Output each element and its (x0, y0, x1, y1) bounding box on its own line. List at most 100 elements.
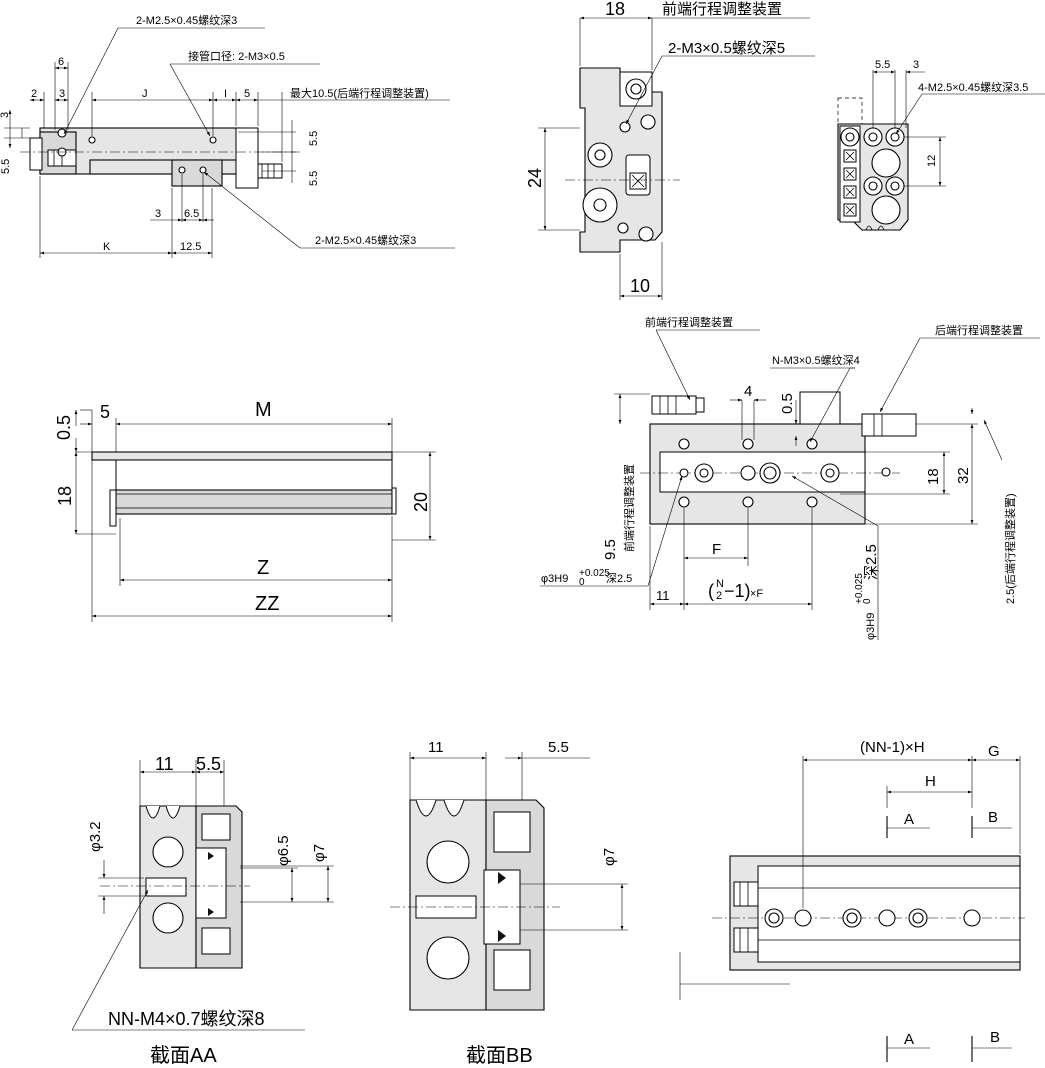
thread-hole (199, 166, 207, 174)
svg-text:2: 2 (716, 590, 722, 602)
callout-pipe-port: 接管口径: 2-M3×0.5 (188, 49, 285, 63)
section-label-a-bottom: A (904, 1031, 914, 1048)
dim-18: 18 (925, 468, 942, 485)
dim-5.5-bottom-right: 5.5 (308, 171, 320, 186)
rear-stopper (235, 127, 259, 189)
dim-ZZ: ZZ (255, 593, 279, 615)
dim-3: 3 (59, 88, 65, 100)
end-view: 18 前端行程调整装置 2-M3×0.5螺纹深5 24 10 (525, 0, 815, 300)
hole-right-tol-bottom: 0 (862, 598, 873, 604)
dim-F: F (712, 541, 721, 558)
top-view: 4 0.5 N-M3×0.5螺纹深4 前端行程调整装置 后端行程调整装置 18 … (540, 315, 1040, 640)
dim-5: 5 (100, 402, 110, 422)
dim-10: 10 (630, 276, 650, 296)
dim-6.5: 6.5 (184, 208, 199, 220)
bottom-holes (764, 908, 981, 928)
section-bb: 11 5.5 φ7 截面BB (390, 739, 628, 1067)
dim-dia-7: φ7 (311, 844, 328, 862)
dim-11: 11 (428, 739, 444, 756)
top-plate (91, 451, 393, 461)
front-adjust-vertical: 前端行程调整装置 (622, 464, 636, 552)
svg-text:(: ( (708, 581, 714, 601)
section-label-b-bottom: B (990, 1029, 1000, 1046)
hole-left-depth: 深2.5 (606, 572, 632, 585)
piston (195, 847, 227, 919)
dim-5.5: 5.5 (875, 59, 890, 71)
dim-11: 11 (155, 754, 174, 774)
port-hole (88, 136, 96, 144)
dim-2.5-note: 2.5(后端行程调整装置) (1003, 493, 1017, 604)
dim-M: M (255, 399, 272, 421)
top-thread-hole (678, 438, 690, 450)
port-hole (209, 136, 217, 144)
dim-5: 5 (244, 88, 250, 100)
dim-Z: Z (257, 557, 269, 579)
dim-J: J (142, 88, 148, 100)
dim-6: 6 (58, 56, 64, 68)
end-plate (29, 137, 43, 171)
top-thread-hole (742, 438, 754, 450)
dim-5.5-left: 5.5 (0, 159, 12, 174)
section-bb-title: 截面BB (466, 1044, 533, 1067)
slide-rail (115, 459, 393, 491)
top-thread-hole (806, 438, 818, 450)
dim-18: 18 (55, 486, 75, 506)
dim-20: 20 (411, 492, 431, 512)
callout-thread-m3: 2-M3×0.5螺纹深5 (668, 40, 785, 57)
front-adjust-label: 前端行程调整装置 (645, 315, 733, 329)
dim-dia-6.5: φ6.5 (275, 835, 292, 866)
dim-9.5: 9.5 (602, 539, 619, 560)
thread-hole (619, 121, 631, 133)
top-thread-hole (806, 496, 818, 508)
callout-top-thread: 2-M2.5×0.45螺纹深3 (136, 13, 237, 27)
callout-max-stroke: 最大10.5(后端行程调整装置) (290, 86, 429, 100)
front-view: 6 2 3 J I 5 最大10.5(后端行程调整装置) 3 5.5 5.5 5… (0, 13, 455, 258)
dim-5.5-top-right: 5.5 (308, 131, 320, 146)
bottom-view: (NN-1)×H G H A B A B (679, 739, 1025, 1062)
dim-H: H (925, 773, 936, 790)
dim-0.5: 0.5 (779, 393, 796, 414)
dim-3: 3 (913, 59, 919, 71)
svg-text:N: N (716, 578, 724, 590)
hole-left-tol-bottom: 0 (579, 577, 585, 588)
rear-adjust-label: 后端行程调整装置 (935, 323, 1023, 337)
thread-hole (617, 222, 629, 234)
dim-dia-7: φ7 (601, 848, 618, 866)
rear-adjust-bolt (861, 413, 917, 437)
callout-nn-m4: NN-M4×0.7螺纹深8 (108, 1009, 265, 1029)
dim-0.5: 0.5 (54, 415, 74, 440)
section-aa: 11 5.5 φ3.2 φ6.5 φ7 NN-M4×0.7螺纹深8 截面AA (71, 754, 334, 1067)
dim-2: 2 (31, 88, 37, 100)
dim-G: G (988, 743, 1000, 760)
section-label-b-top: B (988, 809, 998, 826)
section-aa-title: 截面AA (150, 1044, 217, 1067)
dim-5.5: 5.5 (548, 739, 569, 756)
cross-marks (843, 149, 857, 217)
dim-32: 32 (955, 467, 972, 484)
port-view: 5.5 3 4-M2.5×0.45螺纹深3.5 12 (837, 59, 1045, 231)
dim-18: 18 (605, 0, 625, 19)
dim-I: I (224, 88, 227, 100)
dim-3-bottom: 3 (155, 208, 161, 220)
thread-hole (178, 166, 186, 174)
callout-n-m3: N-M3×0.5螺纹深4 (772, 353, 860, 367)
hole-right-tol-top: +0.025 (854, 573, 865, 604)
dim-K: K (103, 241, 111, 253)
hole-left-dia: φ3H9 (541, 573, 568, 585)
top-thread-hole (678, 496, 690, 508)
hole-left-tol-top: +0.025 (579, 568, 610, 579)
svg-text:−1): −1) (724, 581, 751, 601)
table-plate (171, 159, 223, 187)
pin-hole-center (740, 465, 756, 481)
dim-12: 12 (926, 155, 938, 167)
dim-nn-minus-1-times-h: (NN-1)×H (860, 739, 925, 756)
dim-12.5: 12.5 (180, 241, 201, 253)
hole-right-depth: 深2.5 (863, 544, 880, 580)
top-thread-hole (742, 496, 754, 508)
dim-3-vertical: 3 (0, 112, 11, 118)
section-label-a-top: A (904, 811, 914, 828)
rear-stopper-block (799, 391, 841, 425)
dim-dia-3.2: φ3.2 (87, 821, 104, 852)
dim-4: 4 (744, 383, 752, 400)
